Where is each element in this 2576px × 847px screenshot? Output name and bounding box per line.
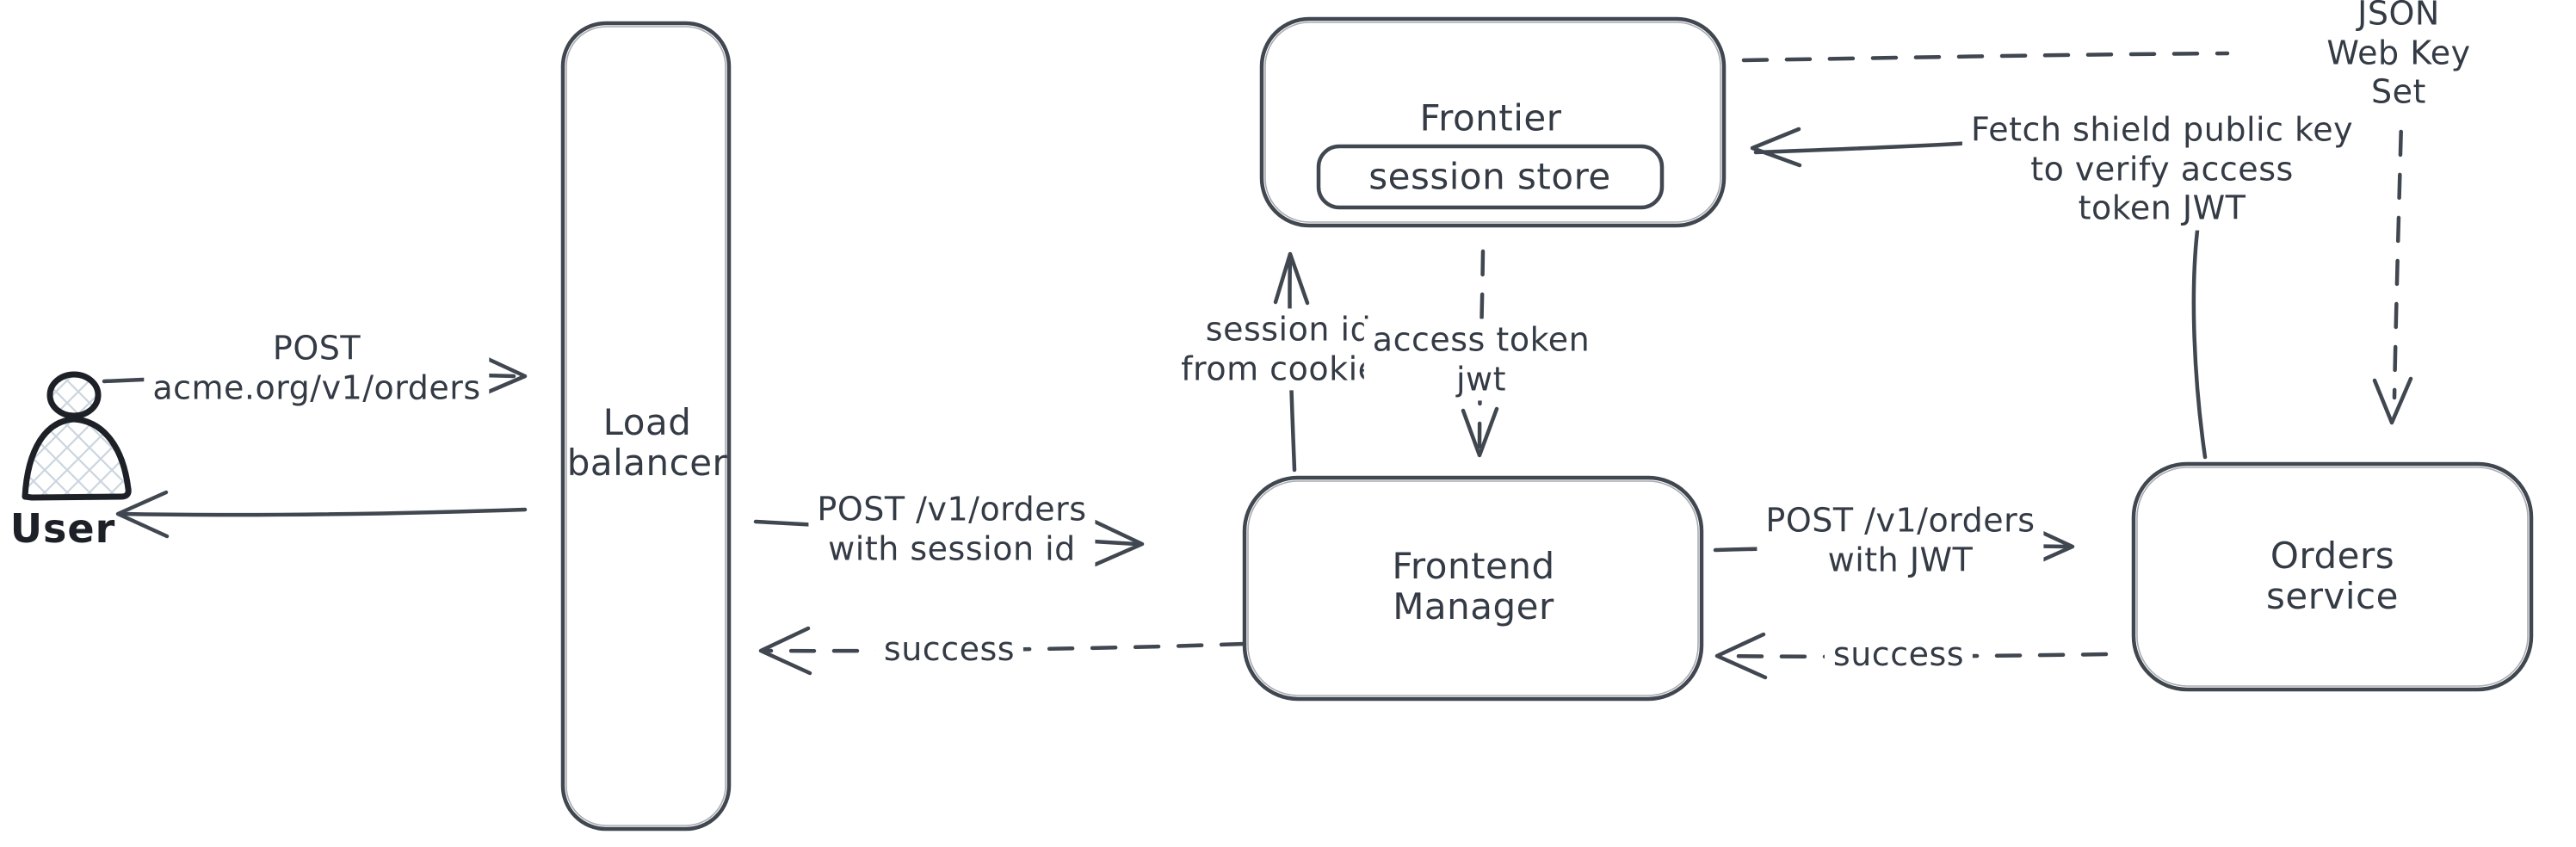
session-store-box bbox=[1316, 144, 1665, 210]
edge-label-access-token-jwt: access token jwt bbox=[1363, 318, 1599, 401]
edge-label-post-jwt: POST /v1/orders with JWT bbox=[1757, 499, 2044, 582]
load-balancer-label: Load balancer bbox=[566, 400, 728, 484]
user-figure-icon bbox=[22, 371, 132, 501]
orders-service-label: Orders service bbox=[2266, 534, 2399, 617]
arrowhead bbox=[2372, 376, 2413, 425]
user-label: User bbox=[9, 505, 116, 552]
arrow-shaft bbox=[2392, 86, 2405, 400]
session-store-label: session store bbox=[1368, 155, 1611, 198]
frontend-manager-box bbox=[1242, 475, 1704, 702]
arrowhead bbox=[1714, 632, 1768, 680]
arrowhead bbox=[474, 352, 528, 399]
arrowhead bbox=[115, 490, 170, 539]
arrow-shaft bbox=[1741, 51, 2230, 63]
edge-lb-to-user bbox=[115, 490, 528, 539]
arrowhead bbox=[1750, 127, 1802, 168]
edge-label-post-session-id: POST /v1/orders with session id bbox=[808, 488, 1096, 571]
arrow-shaft bbox=[762, 641, 1247, 653]
arrowhead bbox=[758, 626, 812, 676]
arrow-shaft bbox=[1753, 140, 1975, 155]
arrowhead bbox=[1090, 519, 1145, 568]
frontend-manager-label: Frontend Manager bbox=[1392, 544, 1555, 628]
edge-jwks-to-orders bbox=[2372, 86, 2413, 425]
load-balancer-box-sketch bbox=[565, 26, 726, 826]
edge-label-json-web-key-set: JSON Web Key Set bbox=[2310, 0, 2487, 114]
edge-fm-to-lb bbox=[758, 626, 1247, 676]
node-frontier bbox=[1259, 16, 1727, 228]
load-balancer-box bbox=[560, 21, 732, 832]
node-frontend-manager bbox=[1242, 475, 1704, 702]
arrow-shaft bbox=[120, 507, 528, 517]
frontier-box-sketch bbox=[1264, 22, 1721, 223]
edge-frontier-to-jwks bbox=[1741, 51, 2230, 63]
edge-label-success-orders: success bbox=[1824, 634, 1974, 677]
edge-orders-to-frontier bbox=[1750, 127, 2208, 460]
node-load-balancer bbox=[560, 21, 732, 832]
arrowhead bbox=[1273, 251, 1310, 306]
arrow-tail bbox=[2191, 228, 2208, 460]
node-orders-service bbox=[2131, 461, 2534, 692]
orders-service-box bbox=[2131, 461, 2534, 692]
edge-label-post-acme: POST acme.org/v1/orders bbox=[144, 327, 490, 410]
frontier-box bbox=[1259, 16, 1727, 228]
edge-label-success-lb: success bbox=[874, 628, 1024, 671]
frontier-label: Frontier bbox=[1419, 96, 1562, 139]
user-head bbox=[46, 371, 102, 419]
user-body bbox=[22, 416, 132, 501]
frontend-manager-box-sketch bbox=[1247, 480, 1699, 696]
arrowhead bbox=[1461, 406, 1499, 458]
orders-service-box-sketch bbox=[2136, 467, 2529, 687]
edge-label-fetch-shield-key: Fetch shield public key to verify access… bbox=[1961, 108, 2363, 231]
